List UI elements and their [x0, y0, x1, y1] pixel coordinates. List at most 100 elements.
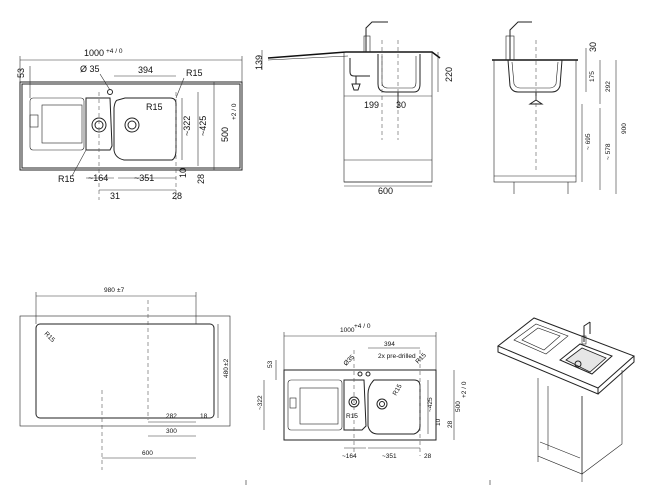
- dim-175-label: 175: [589, 71, 596, 82]
- main-bowl-drain-inner: [379, 401, 385, 407]
- overall-width-label: 1000: [340, 327, 355, 334]
- drain-trap: [351, 83, 361, 91]
- radius-drainer-label: R15: [58, 174, 75, 184]
- main-bowl-drain-inner: [127, 120, 137, 130]
- tap-base: [363, 35, 371, 53]
- overall-depth-label: 500: [220, 127, 230, 142]
- tap-base: [505, 35, 515, 61]
- dim-600-label: 600: [142, 450, 153, 457]
- cabinet-side: [493, 59, 577, 183]
- bottom-right-isometric-view: [497, 317, 635, 482]
- countertop-top: [497, 317, 635, 389]
- bottom-left-cutout-view: 980 ±7 R15 480 ±2 282 18 300 600: [19, 287, 231, 470]
- tap-body: [365, 21, 388, 52]
- countertop-outline: [19, 315, 231, 427]
- countertop-front: [497, 346, 599, 395]
- offset-28-label: 28: [424, 453, 432, 460]
- cutout-outline: [35, 323, 215, 419]
- small-bowl: [85, 97, 113, 151]
- main-bowl-drain: [376, 398, 388, 410]
- dim-300-label: 300: [166, 428, 177, 435]
- small-bowl: [343, 379, 367, 431]
- dim-30-label: 30: [588, 42, 598, 52]
- rim-28-label: 28: [196, 174, 206, 184]
- tap-base: [581, 335, 587, 345]
- cabinet-front: [537, 378, 583, 475]
- bowl-depth-label: ~425: [427, 397, 434, 412]
- tap-hole-label: Ø 35: [80, 64, 100, 74]
- cabinet-body: [343, 51, 433, 183]
- top-right-section-view: 30 175 292 ~ 695 ~ 578 900: [492, 21, 628, 194]
- sink-rim: [21, 83, 241, 169]
- drainer-ribs: [299, 387, 339, 425]
- dim-292-label: 292: [605, 81, 612, 92]
- bowl-inner-profile: [381, 56, 417, 89]
- cabinet-shelf: [539, 441, 581, 459]
- leader-line: [175, 77, 185, 99]
- side-53-label: 53: [267, 360, 274, 368]
- bowl-profile: [507, 59, 563, 93]
- radius-c-label: R15: [346, 413, 358, 420]
- rim-10-label: 10: [178, 168, 188, 178]
- dim-18-label: 18: [200, 413, 208, 420]
- sink-outline: [283, 369, 437, 441]
- depth-220-label: 220: [444, 67, 454, 82]
- tap-body: [509, 21, 532, 60]
- overall-depth-tolerance: +2 / 0: [231, 103, 238, 120]
- cutout-width-label: 980: [104, 287, 115, 294]
- radius-bowl-label: R15: [146, 102, 163, 112]
- drainer-stop: [289, 397, 297, 409]
- bowl-rim: [559, 343, 613, 375]
- sink-outline: [19, 81, 243, 171]
- countertop-edge: [267, 51, 441, 59]
- height-139-label: 139: [254, 55, 264, 70]
- bowl-inner-profile: [511, 61, 559, 89]
- main-bowl: [367, 379, 421, 435]
- bowl-inner-width-label: ~351: [134, 173, 154, 183]
- tap-hole: [365, 371, 371, 377]
- dim-578-label: ~ 578: [605, 143, 612, 160]
- cutout-depth-tolerance: ±2: [223, 358, 230, 366]
- radius-outer-label: R15: [186, 68, 203, 78]
- drainer-stop: [29, 114, 39, 128]
- rim-10-label: 10: [435, 418, 442, 426]
- overall-width-tolerance: +4 / 0: [354, 323, 371, 330]
- tap-hole: [107, 89, 113, 95]
- dim-30-label: 30: [396, 100, 406, 110]
- countertop-side: [597, 356, 635, 395]
- cutout-width-tolerance: ±7: [117, 287, 125, 294]
- drainer-ribs: [521, 327, 561, 351]
- dim-695-label: ~ 695: [585, 133, 592, 150]
- main-bowl-drain: [124, 117, 140, 133]
- bottom-middle-plan-view: 1000 +4 / 0 394 2x pre-drilled Ø35 R15 R…: [257, 323, 468, 460]
- cutout-depth-label: 480: [223, 367, 230, 378]
- radius-b-label: R15: [392, 383, 404, 397]
- top-middle-section-view: 139 220 199 30 600: [254, 21, 454, 196]
- side-depth-label: 53: [16, 68, 26, 78]
- small-bowl-profile: [349, 58, 370, 77]
- tap-hole: [357, 371, 363, 377]
- bowl-basin: [565, 347, 607, 373]
- small-bowl-drain: [91, 117, 107, 133]
- bowl-depth-label: ~425: [198, 116, 208, 136]
- leader-line: [99, 73, 111, 91]
- leader-line: [71, 149, 87, 177]
- inner-depth-label: ~322: [257, 395, 264, 410]
- tap-body: [583, 321, 591, 342]
- bowl-profile: [377, 54, 421, 93]
- dim-282-label: 282: [166, 413, 177, 420]
- overall-depth-label: 500: [455, 401, 462, 412]
- offset-28-label: 28: [172, 191, 182, 201]
- inner-depth-label: ~322: [182, 116, 192, 136]
- drainer-board: [287, 379, 343, 431]
- drainer-width-label: ~164: [88, 173, 108, 183]
- bowl-drain: [574, 360, 582, 368]
- cabinet-side: [581, 370, 623, 475]
- drainer-board: [513, 323, 569, 355]
- top-left-plan-view: 1000 +4 / 0 53 Ø 35 394 R15 R15 R15 ~322…: [16, 48, 243, 201]
- radius-a-label: R15: [414, 352, 428, 366]
- cutout-radius-label: R15: [43, 330, 57, 344]
- overall-depth-tolerance: +2 / 0: [461, 381, 468, 398]
- cabinet-width-label: 600: [378, 186, 393, 196]
